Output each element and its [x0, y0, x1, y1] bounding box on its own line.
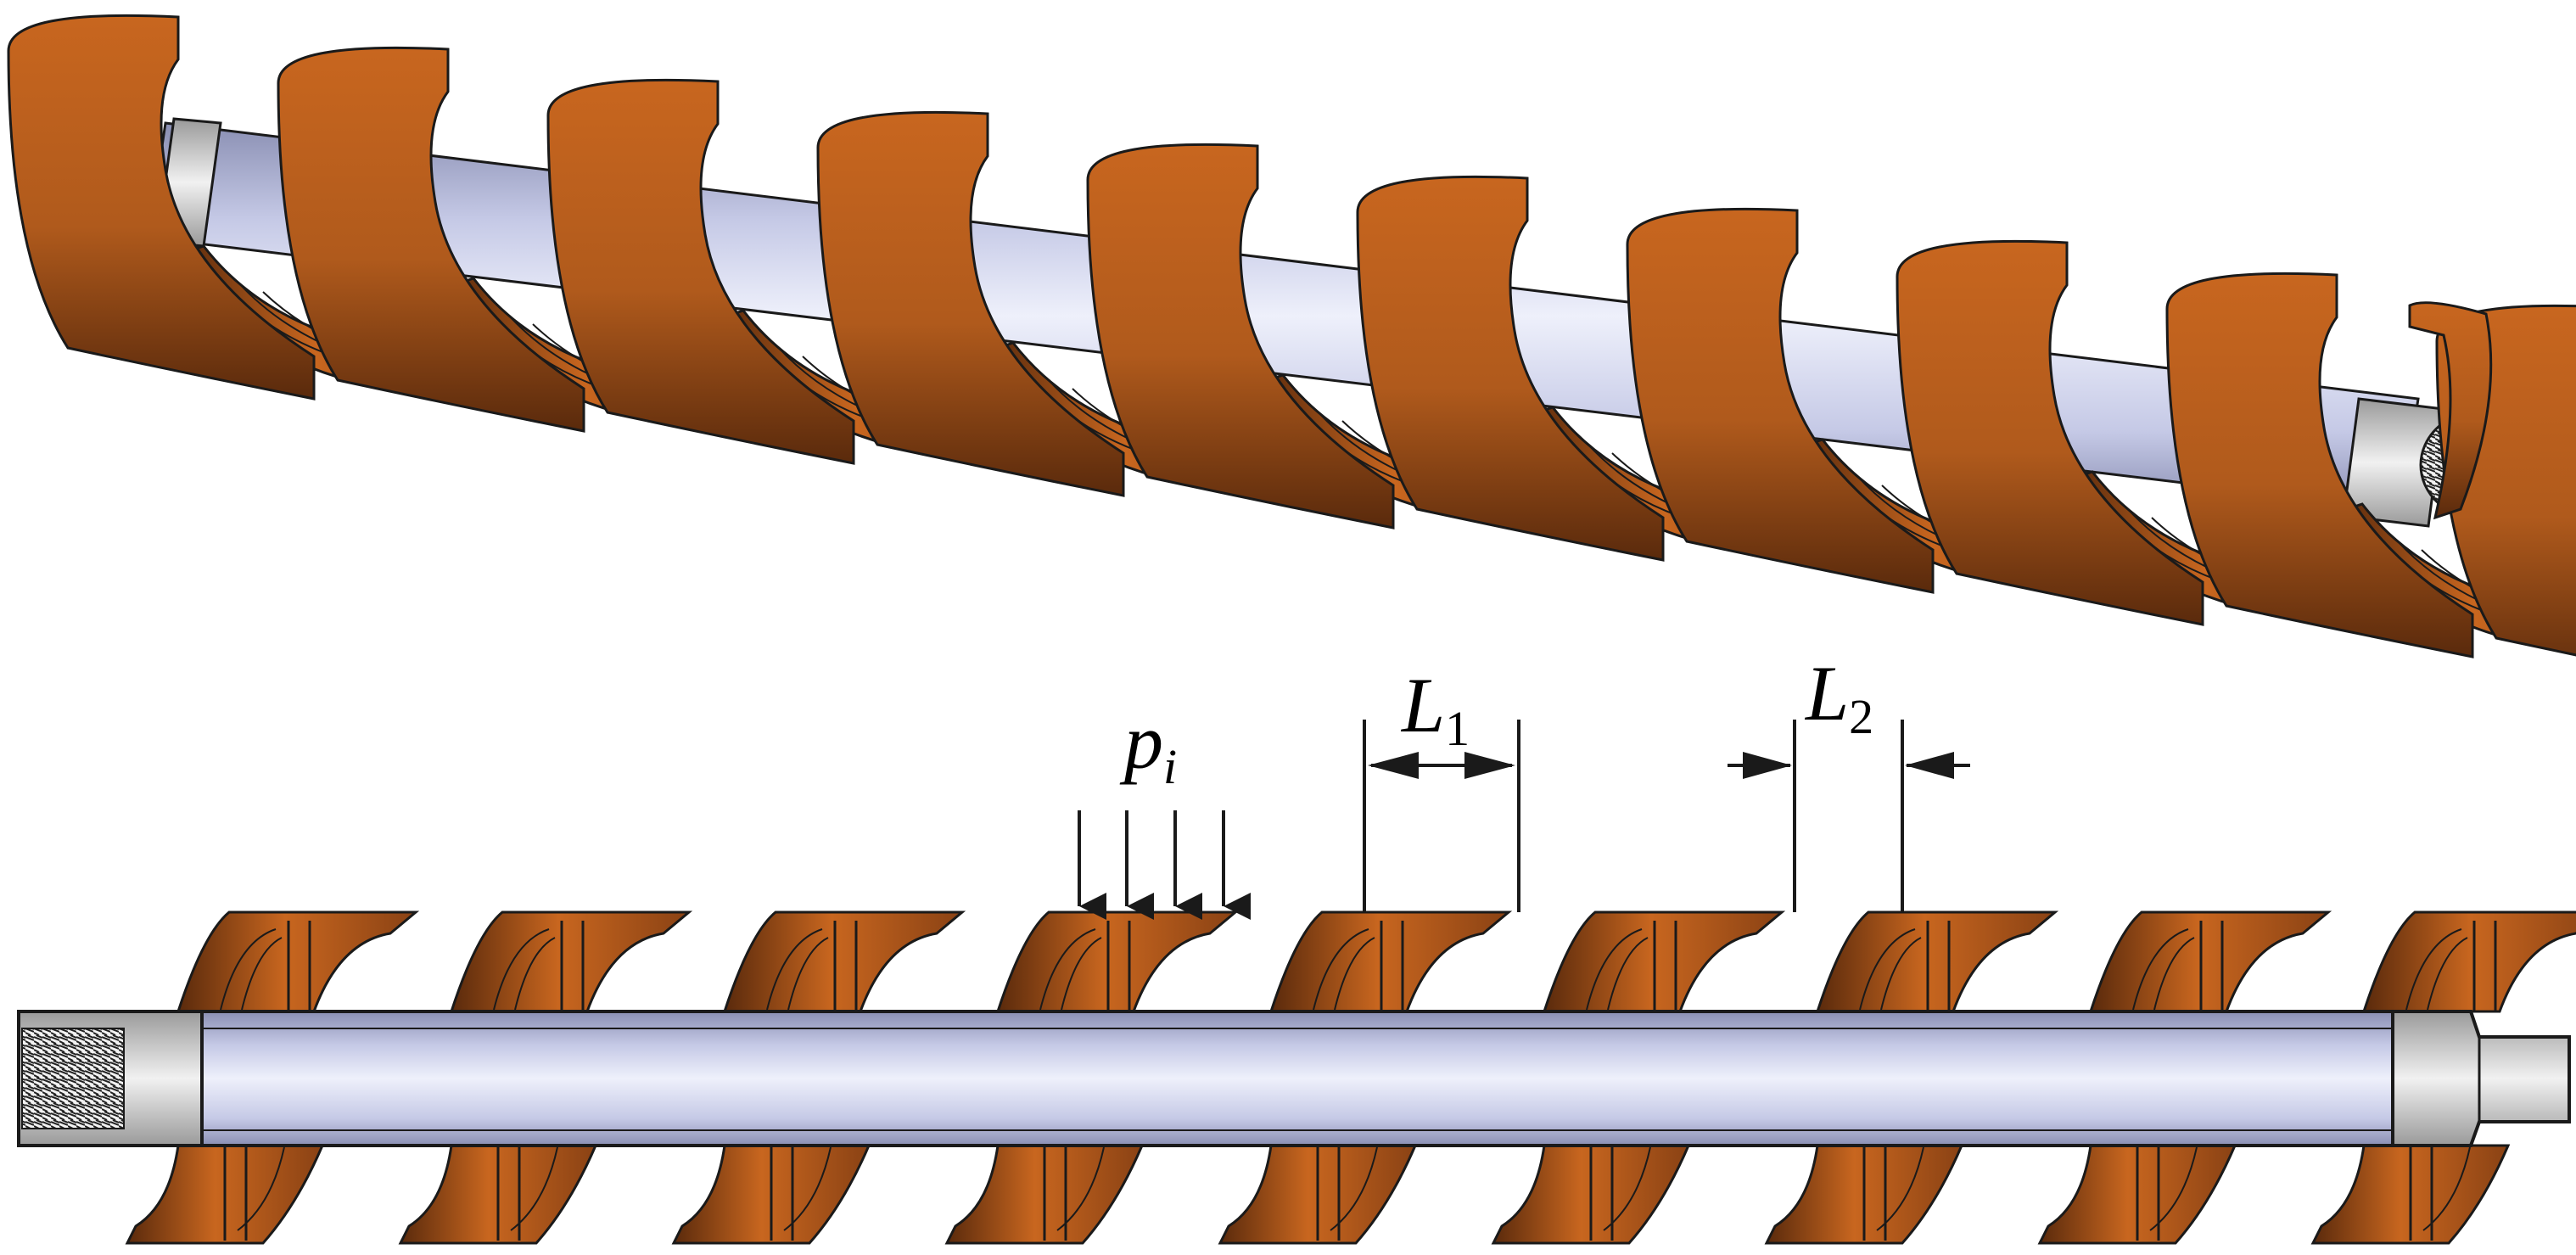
fin-cross-section [2037, 910, 2332, 1245]
l2-label: L2 [1804, 650, 1873, 744]
pressure-load-arrows [1078, 810, 1251, 920]
isometric-view [7, 14, 2576, 658]
fin-cross-section [1491, 910, 1786, 1245]
section-view [17, 910, 2576, 1245]
section-base-pipe [200, 1010, 2394, 1147]
fin-cross-section [1218, 910, 1513, 1245]
isometric-pipe-end-sleeve [2342, 397, 2445, 528]
dimension-annotations: pi L1 L2 [1078, 650, 1970, 920]
pressure-label: pi [1119, 698, 1177, 794]
l2-dimension: L2 [1728, 650, 1970, 912]
fin-cross-section [2310, 910, 2576, 1245]
helical-fin-end-curl [2408, 301, 2493, 520]
section-right-coupling [2391, 1010, 2571, 1147]
fin-cross-section [671, 910, 966, 1245]
fin-cross-section [398, 910, 693, 1245]
l1-dimension: L1 [1363, 662, 1520, 912]
l1-label: L1 [1400, 662, 1470, 756]
fin-cross-section [125, 910, 420, 1245]
fin-cross-section [944, 910, 1240, 1245]
